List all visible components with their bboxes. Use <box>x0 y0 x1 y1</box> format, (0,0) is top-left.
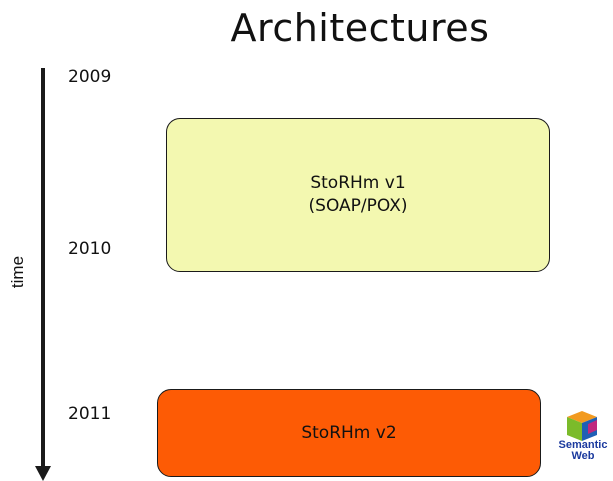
storhm-v1-protocol: (SOAP/POX) <box>308 196 408 216</box>
semantic-web-cube-icon <box>567 411 597 441</box>
time-axis-label: time <box>8 255 27 289</box>
storhm-v1-box: StoRHm v1 (SOAP/POX) <box>166 118 550 272</box>
time-arrow-icon <box>35 68 51 481</box>
year-label-2010: 2010 <box>68 239 112 259</box>
year-label-2011: 2011 <box>68 404 112 424</box>
diagram-title: Architectures <box>230 6 490 50</box>
storhm-v2-name: StoRHm v2 <box>301 422 397 443</box>
year-label-2009: 2009 <box>68 67 112 87</box>
semantic-web-text: Semantic Web <box>558 439 608 462</box>
semantic-web-logo: Semantic Web <box>553 410 613 481</box>
storhm-v2-box: StoRHm v2 <box>157 389 541 477</box>
storhm-v1-name: StoRHm v1 <box>310 173 406 193</box>
timeline: time 2009 2010 2011 <box>0 0 111 481</box>
